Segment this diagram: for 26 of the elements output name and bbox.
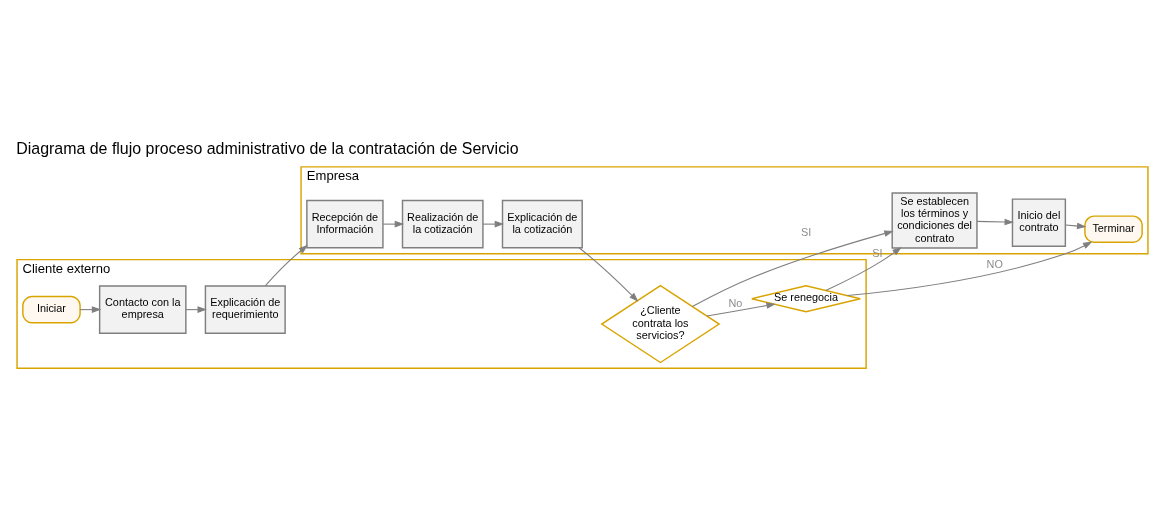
node-box: Realización de la cotización (401, 199, 484, 249)
edge-label: SI (800, 225, 812, 238)
node-box: Explicación de requerimiento (204, 285, 286, 334)
node-box: Terminar (1084, 215, 1143, 243)
node-box: Contacto con la empresa (98, 285, 187, 334)
arrow (691, 230, 894, 307)
arrow (976, 218, 1014, 226)
node-box: Se establecen los términos y condiciones del contrato (891, 192, 978, 249)
arrow (578, 247, 639, 302)
diagram-title: Diagrama de flujo proceso administrativo de la contratación de Servicio (16, 139, 519, 157)
arrow (382, 220, 405, 228)
arrow (264, 244, 309, 287)
edge-label: No (728, 296, 743, 309)
edge-label: NO (986, 258, 1003, 271)
node-diamond: ¿Cliente contrata los servicios? (600, 284, 721, 364)
arrow (846, 241, 1093, 297)
arrow (1064, 222, 1087, 230)
node-box: Iniciar (22, 295, 81, 324)
node-diamond: Se renegocia (751, 284, 861, 313)
arrow (706, 302, 776, 317)
node-box: Explicación de la cotización (501, 199, 583, 249)
arrow (825, 247, 902, 291)
arrow (482, 220, 505, 228)
arrow (79, 306, 102, 313)
node-box: Inicio del contrato (1011, 198, 1067, 247)
node-box: Recepción de Información (306, 199, 384, 249)
